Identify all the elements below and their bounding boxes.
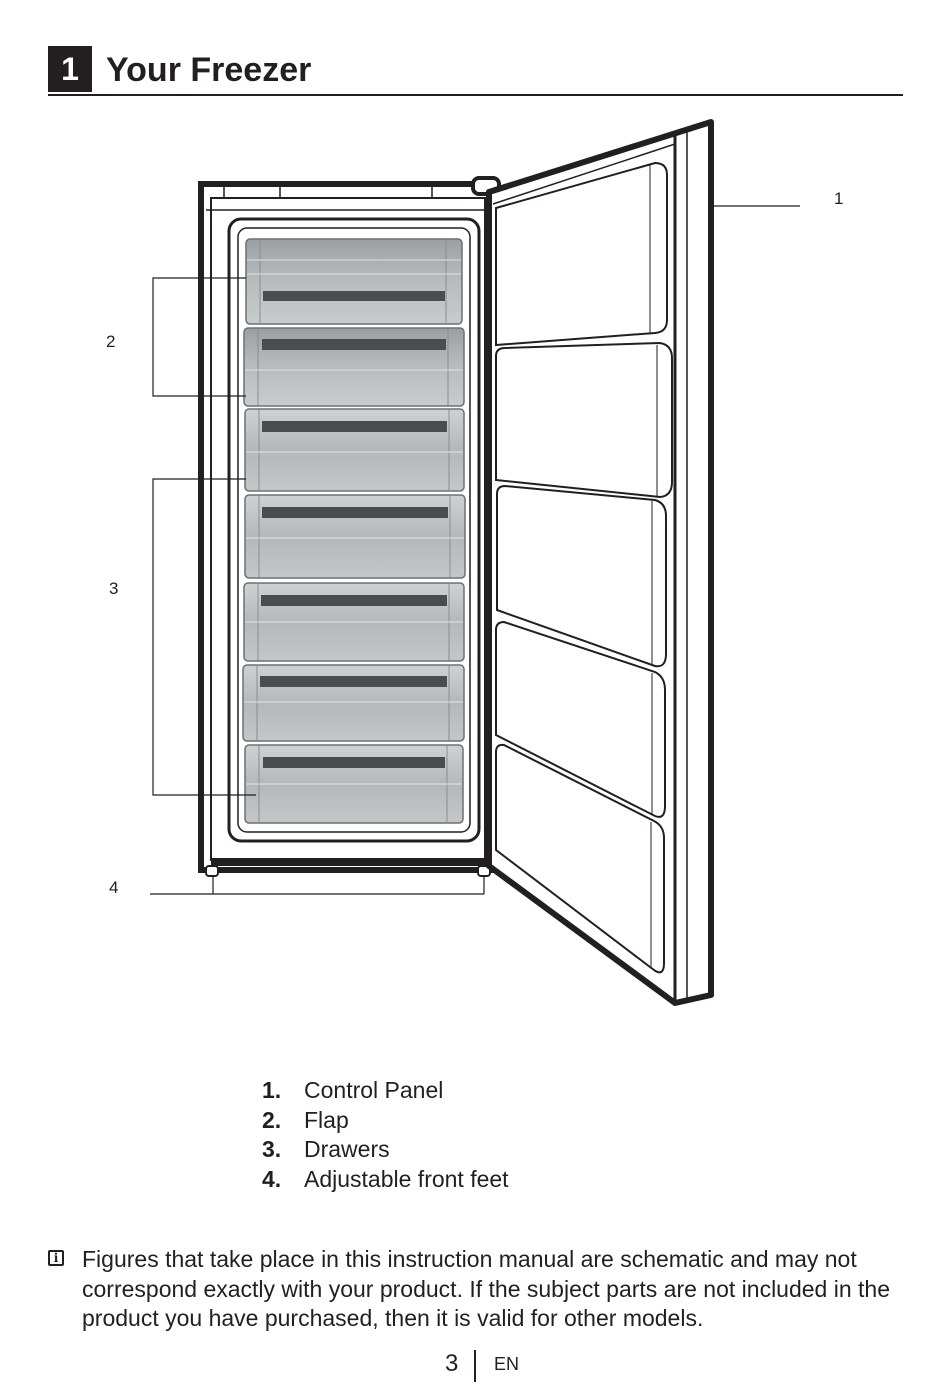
part-number: 1. [262,1077,282,1103]
callout-3: 3 [109,579,119,598]
info-icon: i [48,1250,64,1266]
part-number: 3. [262,1136,282,1162]
callout-4: 4 [109,878,119,897]
part-label: Adjustable front feet [304,1165,509,1192]
list-item: 2. Flap [262,1106,509,1136]
part-number: 2. [262,1106,282,1133]
part-label: Drawers [304,1136,390,1162]
note-text: Figures that take place in this instruct… [82,1246,890,1331]
door [486,119,714,1006]
page-number: 3 [445,1350,459,1377]
language-code: EN [494,1354,520,1374]
callout-lines [150,205,800,895]
flaps [243,238,465,407]
list-item: 4. Adjustable front feet [262,1165,509,1195]
callout-2: 2 [106,332,116,351]
part-label: Flap [304,1106,349,1133]
section-number: 1 [48,46,92,92]
part-label: Control Panel [304,1077,444,1103]
page-footer: 3 EN [0,1348,950,1384]
parts-list: 1. Control Panel 2. Flap 3. Drawers 4. Adjus… [262,1076,509,1194]
section-title: Your Freezer [106,51,312,89]
drawers [242,408,466,824]
list-item: 3. Drawers [262,1135,509,1165]
footer-divider [474,1350,476,1382]
part-number: 4. [262,1165,282,1192]
freezer-illustration [150,119,800,1006]
callout-1: 1 [834,189,844,208]
front-feet [205,865,491,877]
section-header: 1 Your Freezer [48,46,903,96]
list-item: 1. Control Panel [262,1076,509,1106]
